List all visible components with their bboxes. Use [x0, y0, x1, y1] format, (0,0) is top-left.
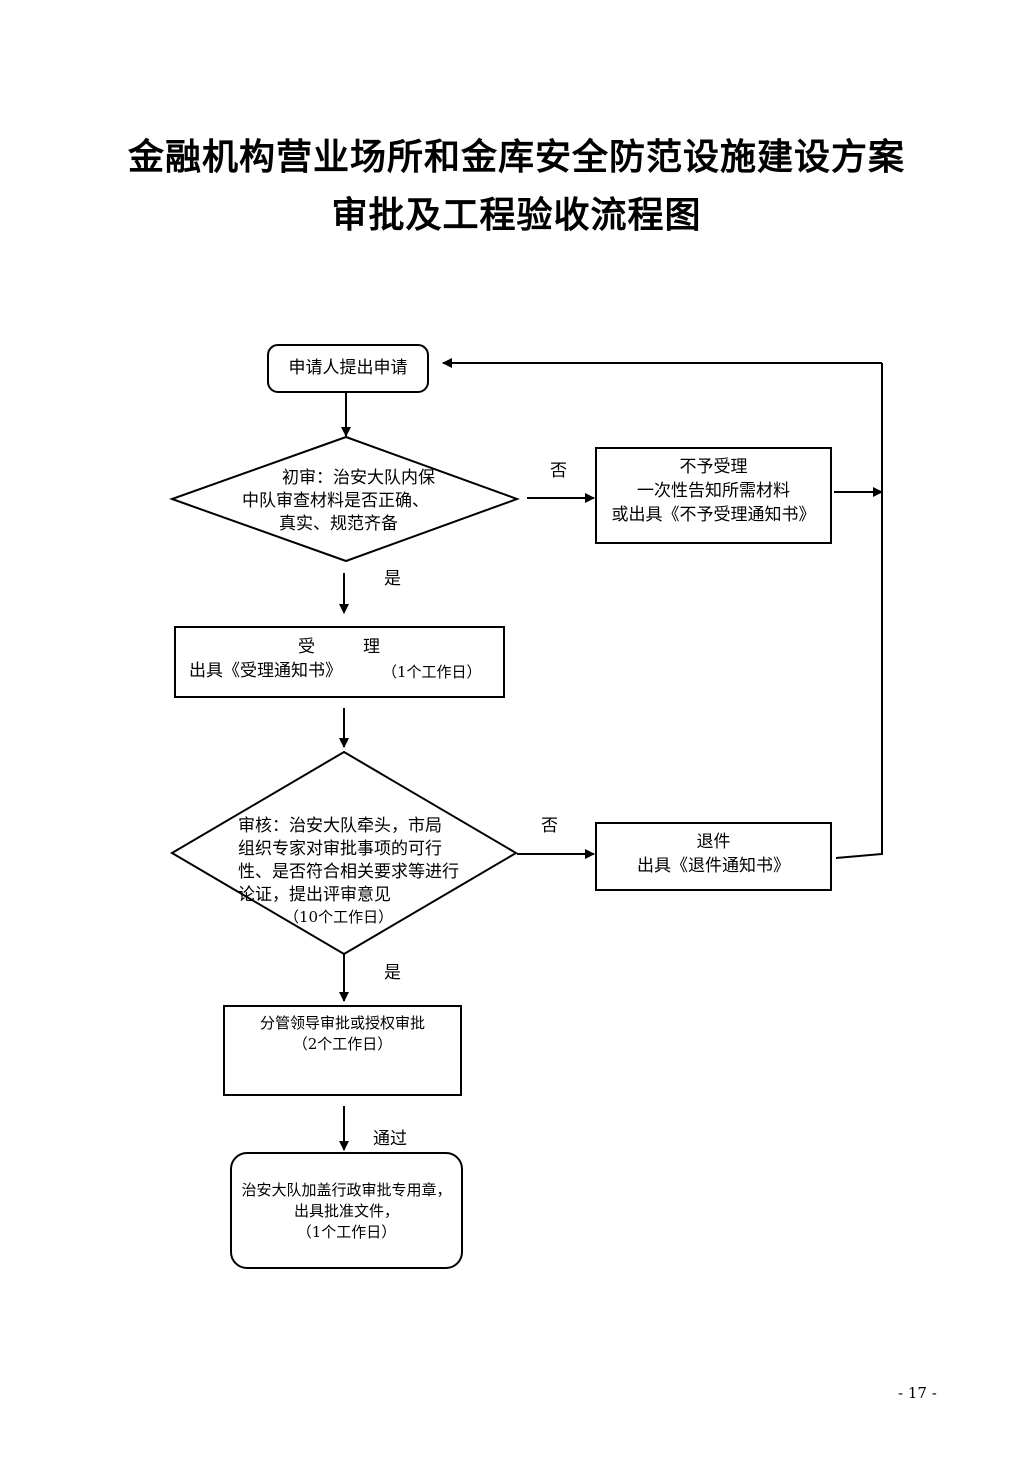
- initial-review-text-line-1: 初审：治安大队内保: [282, 468, 435, 488]
- stamp-text-line-2: 出具批准文件，: [293, 1202, 399, 1220]
- return-node-box: [595, 822, 832, 891]
- stamp-days: （1个工作日）: [296, 1223, 397, 1241]
- apply-node-label: 申请人提出申请: [288, 358, 408, 378]
- initial-review-text-line-3: 真实、规范齐备: [279, 514, 398, 534]
- audit-text-line-2: 组织专家对审批事项的可行: [238, 839, 442, 859]
- audit-days: （10个工作日）: [284, 908, 394, 926]
- edge-label-no-2: 否: [541, 816, 558, 836]
- stamp-node-box: [230, 1152, 463, 1269]
- initial-review-decision-diamond: [169, 435, 520, 563]
- page-number: - 17 -: [898, 1384, 937, 1402]
- edge-label-yes-1: 是: [384, 569, 401, 589]
- document-title-line-2: 审批及工程验收流程图: [331, 194, 702, 236]
- audit-text-line-3: 性、是否符合相关要求等进行: [238, 862, 459, 882]
- reject-text-line-3: 或出具《不予受理通知书》: [611, 505, 816, 525]
- accept-text-char-2: 理: [363, 637, 380, 657]
- initial-review-text-line-2: 中队审查材料是否正确、: [242, 491, 429, 511]
- accept-text-line-2: 出具《受理通知书》: [189, 661, 342, 681]
- feedback-line-return: [835, 363, 883, 859]
- edge-label-no-1: 否: [550, 461, 567, 481]
- accept-node-box: [174, 626, 505, 698]
- edge-label-pass: 通过: [373, 1129, 407, 1149]
- return-text-line-2: 出具《退件通知书》: [637, 856, 790, 876]
- audit-text-line-4: 论证，提出评审意见: [238, 885, 391, 905]
- accept-days: （1个工作日）: [382, 663, 482, 681]
- document-title-line-1: 金融机构营业场所和金库安全防范设施建设方案: [127, 136, 905, 178]
- leader-approval-node-box: [223, 1005, 462, 1096]
- reject-text-line-2: 一次性告知所需材料: [637, 481, 790, 501]
- reject-node-box: [595, 447, 832, 544]
- apply-node-box: [267, 344, 429, 393]
- leader-approval-days: （2个工作日）: [292, 1035, 393, 1053]
- leader-approval-text: 分管领导审批或授权审批: [259, 1014, 425, 1032]
- accept-text-char-1: 受: [298, 637, 315, 657]
- stamp-text-line-1: 治安大队加盖行政审批专用章，: [241, 1181, 452, 1199]
- edge-label-yes-2: 是: [384, 963, 401, 983]
- audit-text-line-1: 审核：治安大队牵头，市局: [238, 816, 442, 836]
- return-text-line-1: 退件: [696, 832, 731, 852]
- reject-text-line-1: 不予受理: [679, 457, 748, 477]
